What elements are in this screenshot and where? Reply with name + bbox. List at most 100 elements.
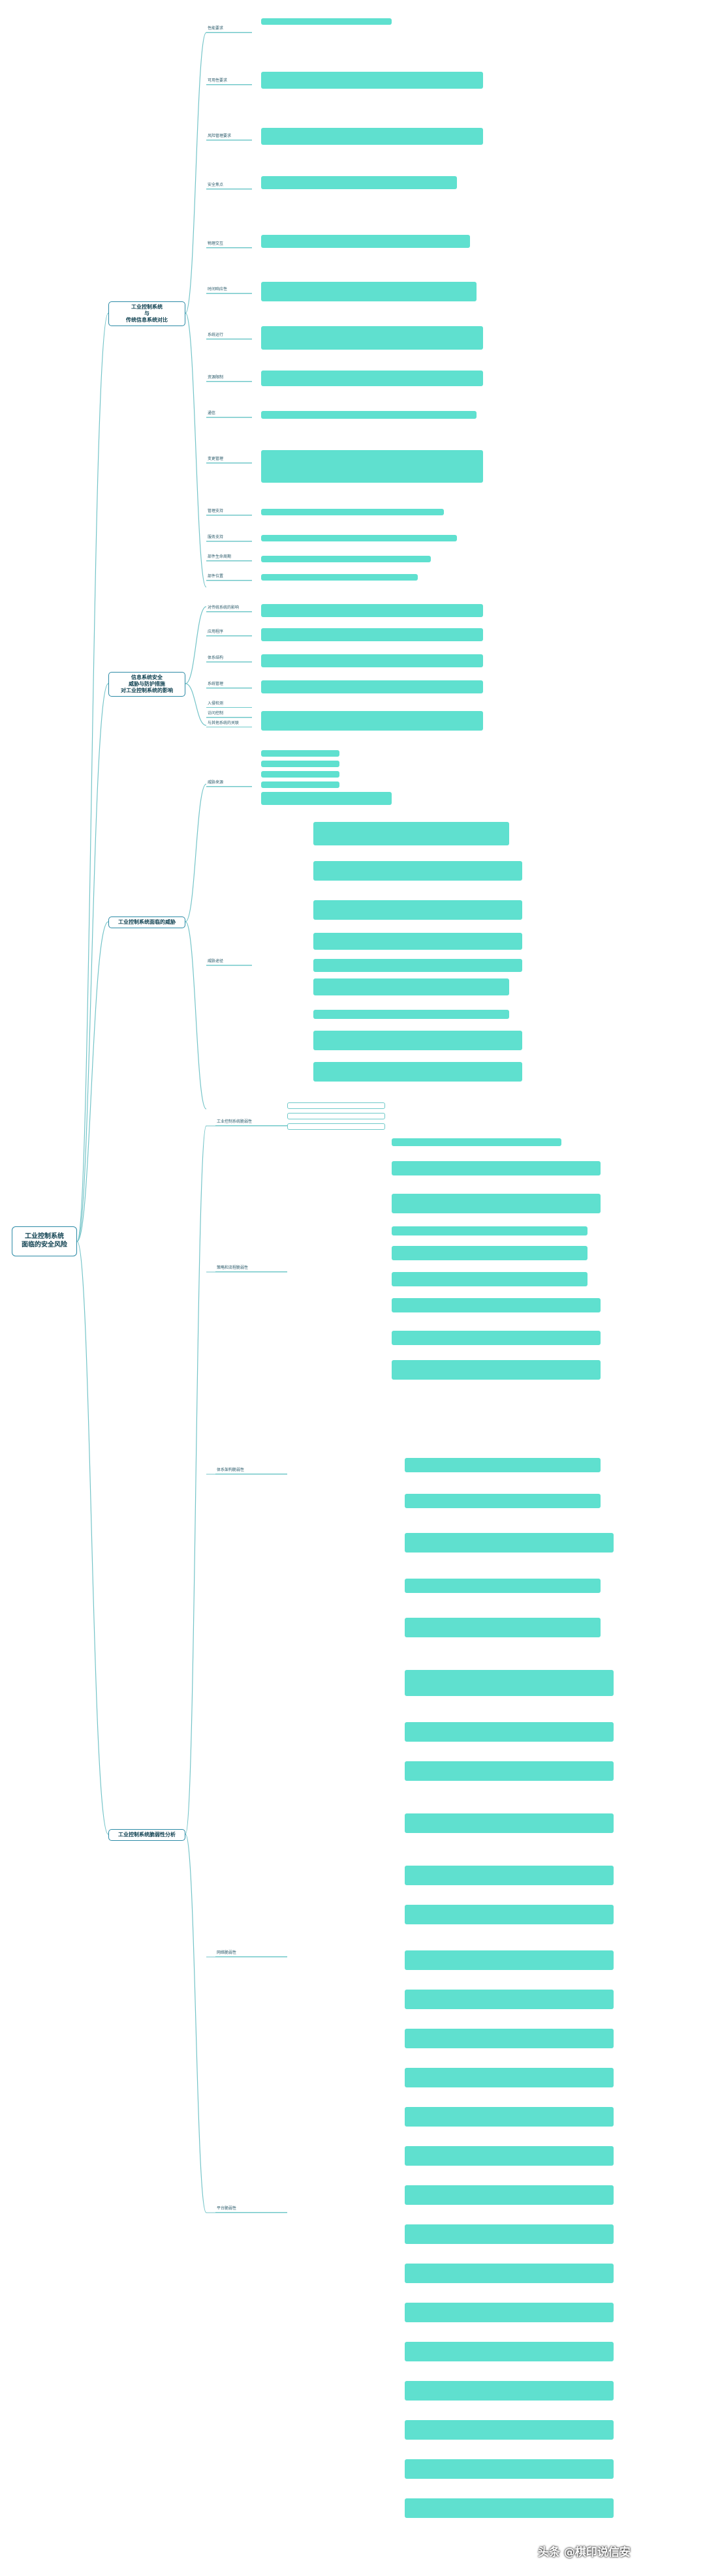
leaf-block xyxy=(261,411,477,419)
leaf-block xyxy=(313,959,522,972)
leaf-block xyxy=(392,1226,588,1235)
leaf-block xyxy=(261,72,483,89)
leaf-block xyxy=(405,1458,601,1472)
leaf-block xyxy=(261,371,483,386)
leaf-block xyxy=(313,900,522,920)
watermark: 头条 @棋印说信安 xyxy=(538,2543,695,2561)
item-timing[interactable]: 时间响应性 xyxy=(206,286,252,294)
leaf-block xyxy=(261,628,483,641)
leaf-block xyxy=(405,1533,614,1553)
leaf-block xyxy=(405,2185,614,2205)
leaf-block xyxy=(392,1360,601,1380)
item-access[interactable]: 访问控制 xyxy=(206,710,252,718)
connector-lines xyxy=(76,32,207,2213)
leaf-block xyxy=(313,1010,509,1019)
item-security-focus[interactable]: 安全焦点 xyxy=(206,181,252,189)
leaf-block xyxy=(261,781,339,788)
leaf-block xyxy=(392,1138,561,1146)
leaf-block xyxy=(261,128,483,145)
item-location[interactable]: 部件位置 xyxy=(206,573,252,581)
leaf-block xyxy=(392,1272,588,1286)
leaf-block xyxy=(261,771,339,778)
item-change[interactable]: 变更管理 xyxy=(206,455,252,463)
leaf-block xyxy=(261,654,483,667)
leaf-block xyxy=(405,1950,614,1970)
leaf-block xyxy=(313,1031,522,1050)
item-policy-vuln[interactable]: 策略和流程脆弱性 xyxy=(215,1264,287,1272)
leaf-block xyxy=(405,1866,614,1885)
item-comms[interactable]: 通信 xyxy=(206,410,252,417)
leaf-block xyxy=(261,235,470,248)
item-threat-source[interactable]: 威胁来源 xyxy=(206,779,252,787)
leaf-block xyxy=(405,2342,614,2361)
leaf-block xyxy=(405,1494,601,1508)
leaf-block xyxy=(392,1161,601,1175)
leaf-block xyxy=(261,574,418,581)
watermark-text: 头条 @棋印说信安 xyxy=(538,2546,631,2559)
leaf-block xyxy=(261,604,483,617)
item-architecture[interactable]: 体系结构 xyxy=(206,654,252,662)
leaf-block xyxy=(405,1990,614,2009)
branch-lines-4 xyxy=(206,1125,287,2213)
item-arch-vuln[interactable]: 体系架构脆弱性 xyxy=(215,1466,287,1474)
item-applications[interactable]: 应用程序 xyxy=(206,628,252,636)
leaf-block xyxy=(261,556,431,562)
item-service[interactable]: 服务支持 xyxy=(206,534,252,541)
leaf-block xyxy=(405,2107,614,2127)
leaf-block xyxy=(313,822,509,845)
leaf-block xyxy=(392,1246,588,1260)
leaf-block xyxy=(405,2303,614,2322)
leaf-block xyxy=(261,680,483,693)
leaf-block xyxy=(405,1670,614,1696)
leaf-block xyxy=(313,933,522,950)
item-sysadmin[interactable]: 系统管理 xyxy=(206,680,252,688)
root-node[interactable]: 工业控制系统 面临的安全风险 xyxy=(12,1226,77,1256)
leaf-block xyxy=(261,18,392,25)
leaf-block xyxy=(405,2498,614,2518)
leaf-block xyxy=(261,282,477,301)
leaf-block xyxy=(287,1123,385,1130)
branch-comparison[interactable]: 工业控制系统 与 传统信息系统对比 xyxy=(108,301,185,326)
branch-lines-3 xyxy=(206,786,252,966)
item-relations[interactable]: 与其他系统的关联 xyxy=(206,720,252,727)
leaf-block xyxy=(405,2264,614,2283)
item-threat-path[interactable]: 威胁途径 xyxy=(206,958,252,965)
leaf-block xyxy=(405,1579,601,1593)
item-operation[interactable]: 系统运行 xyxy=(206,331,252,339)
item-availability[interactable]: 可用性要求 xyxy=(206,77,252,85)
branch-lines-1 xyxy=(206,32,252,581)
leaf-block xyxy=(405,1761,614,1781)
branch-threats[interactable]: 工业控制系统面临的威胁 xyxy=(108,917,185,928)
item-resources[interactable]: 资源限制 xyxy=(206,374,252,382)
leaf-block xyxy=(405,2146,614,2166)
leaf-block xyxy=(261,750,339,757)
leaf-block xyxy=(392,1331,601,1345)
leaf-block xyxy=(405,1722,614,1742)
item-ids[interactable]: 入侵检测 xyxy=(206,700,252,708)
item-lifecycle[interactable]: 部件生命周期 xyxy=(206,553,252,561)
leaf-block xyxy=(261,792,392,805)
item-physical[interactable]: 物理交互 xyxy=(206,240,252,248)
leaf-block xyxy=(313,861,522,881)
leaf-block xyxy=(405,1813,614,1833)
item-ics-vuln[interactable]: 工业控制系统脆弱性 xyxy=(215,1118,287,1126)
item-risk-mgmt[interactable]: 风险管理要求 xyxy=(206,132,252,140)
leaf-block xyxy=(313,978,509,995)
leaf-block xyxy=(405,2381,614,2401)
branch-threat-impact[interactable]: 信息系统安全 威胁与防护措施 对工业控制系统的影响 xyxy=(108,672,185,697)
item-traditional[interactable]: 对传统系统的影响 xyxy=(206,604,252,612)
item-performance[interactable]: 性能要求 xyxy=(206,25,252,33)
item-platform-vuln[interactable]: 平台脆弱性 xyxy=(215,2205,287,2213)
leaf-block xyxy=(261,450,483,483)
leaf-block xyxy=(405,2068,614,2087)
branch-vulnerability[interactable]: 工业控制系统脆弱性分析 xyxy=(108,1829,185,1841)
leaf-block xyxy=(405,1905,614,1924)
leaf-block xyxy=(392,1298,601,1312)
leaf-block xyxy=(261,711,483,731)
leaf-block xyxy=(313,1062,522,1082)
item-network-vuln[interactable]: 网络脆弱性 xyxy=(215,1949,287,1957)
leaf-block xyxy=(261,761,339,767)
item-mgmt-support[interactable]: 管理支持 xyxy=(206,508,252,515)
leaf-block xyxy=(261,176,457,189)
leaf-block xyxy=(392,1194,601,1213)
